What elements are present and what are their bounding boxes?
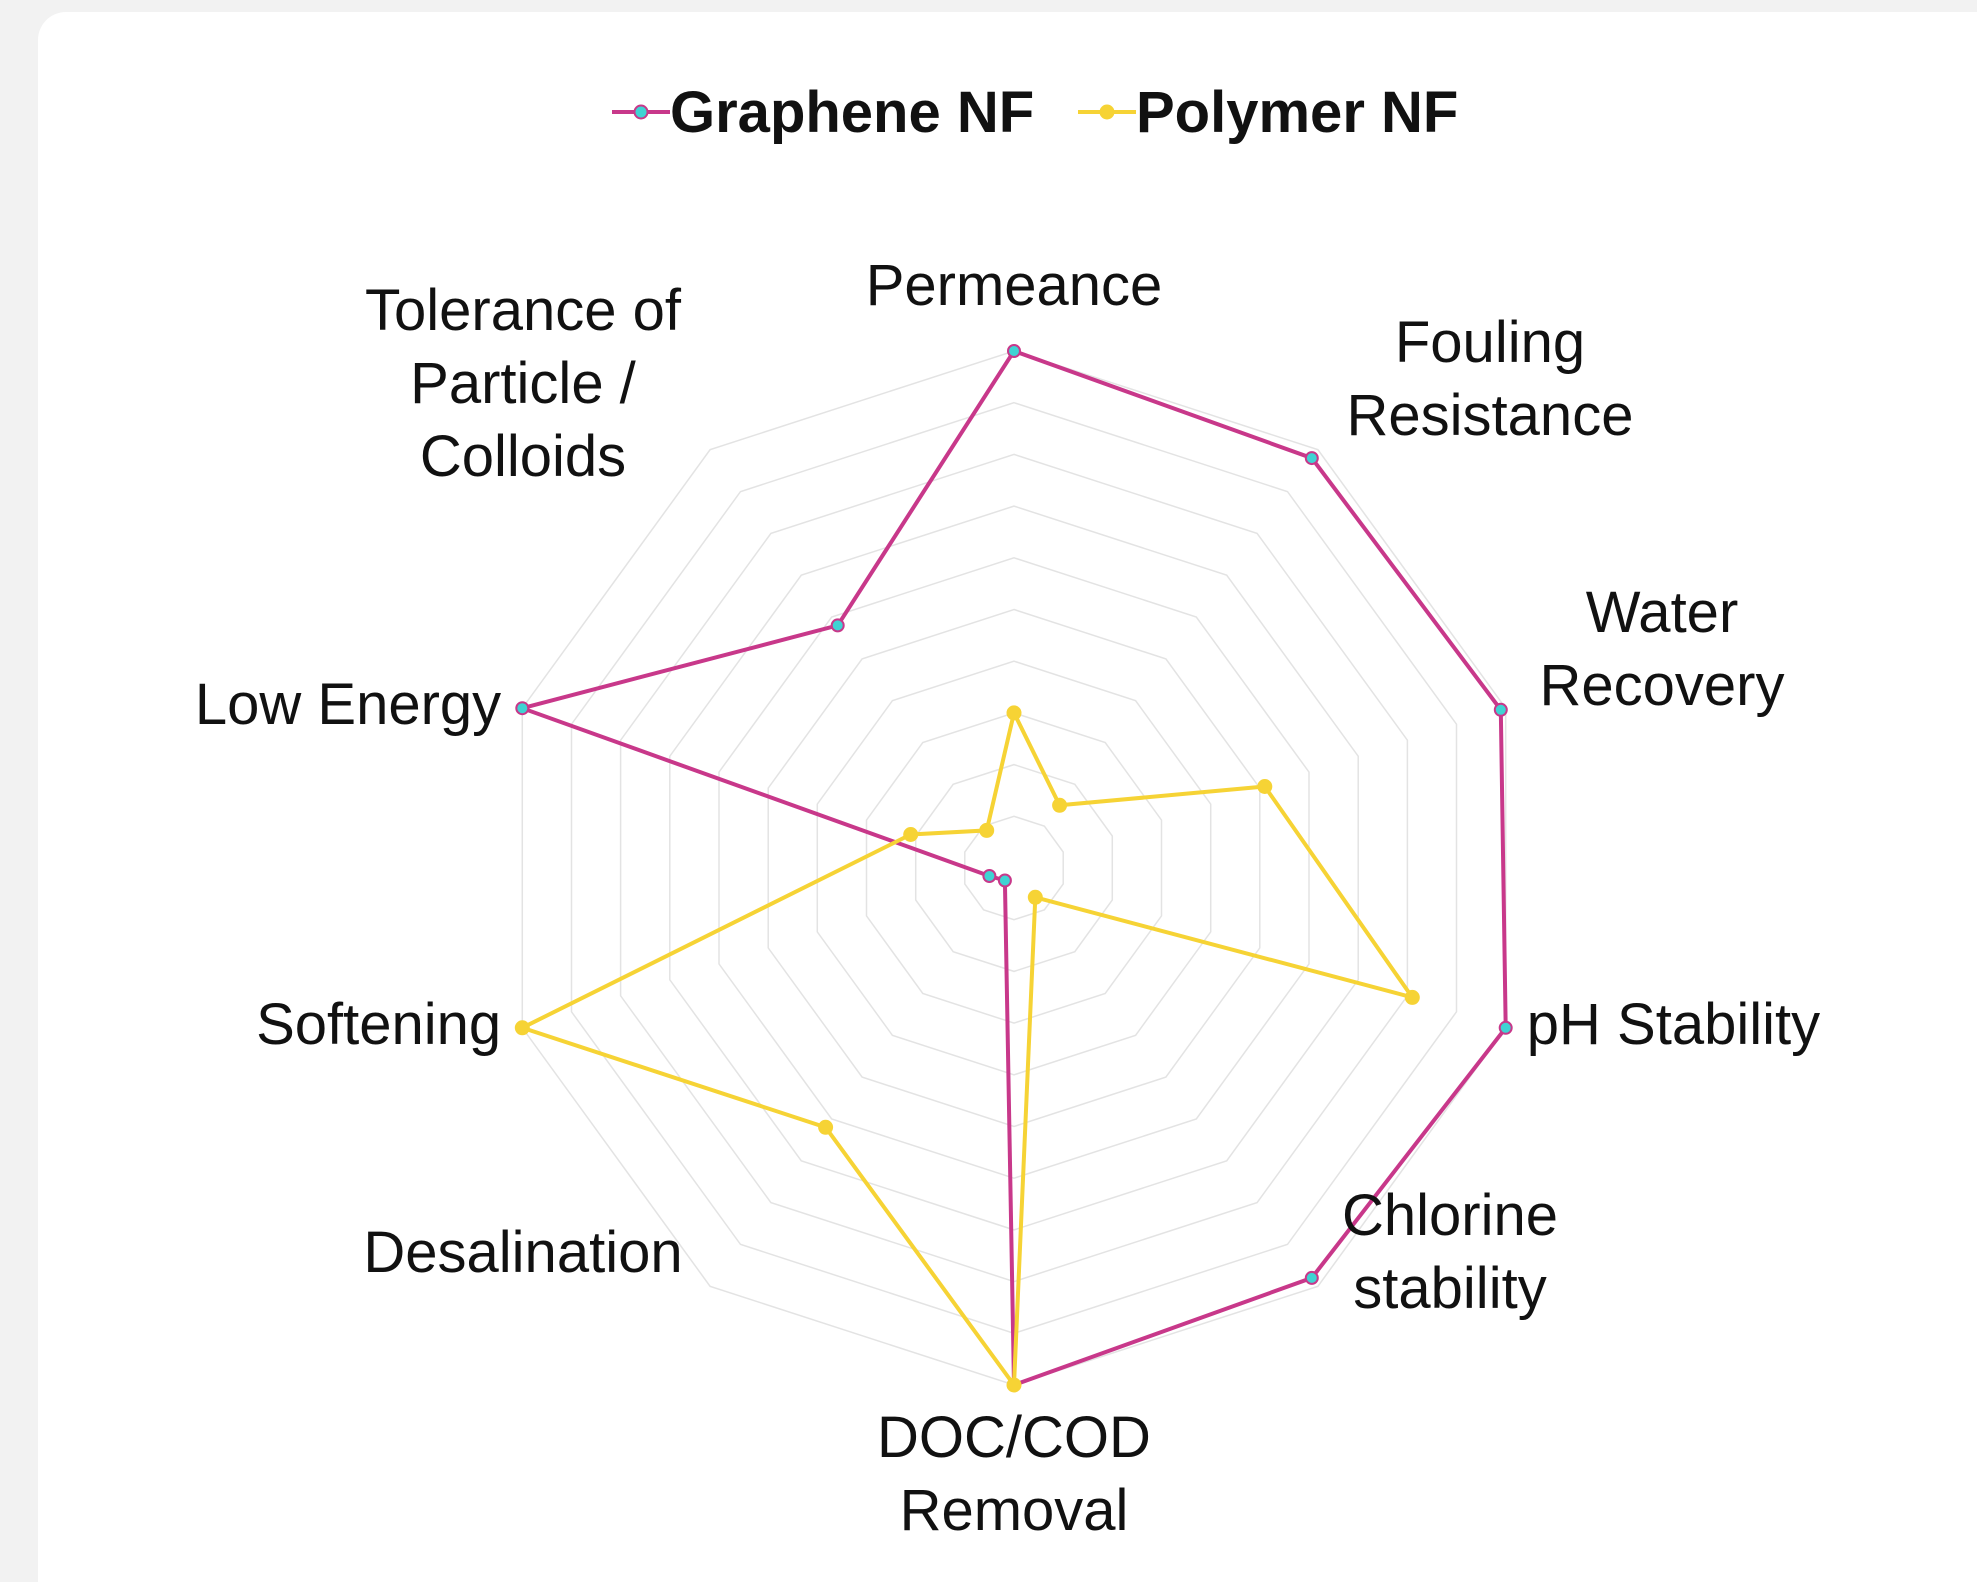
chart-card — [38, 12, 1977, 1582]
axis-label-line: Particle / — [410, 351, 637, 416]
axis-label-line: Recovery — [1540, 653, 1785, 718]
grid-ring — [669, 505, 1359, 1231]
data-point — [982, 869, 997, 883]
data-point — [1498, 1020, 1513, 1035]
axis-label: Desalination — [363, 1220, 682, 1285]
axis-label: Softening — [256, 992, 501, 1057]
grid-ring — [816, 660, 1212, 1076]
data-point — [1006, 705, 1022, 721]
data-point — [903, 827, 919, 842]
grid-ring — [767, 608, 1261, 1128]
data-point — [997, 873, 1012, 888]
axis-label-line: Resistance — [1347, 383, 1634, 448]
axis-label-line: stability — [1353, 1256, 1546, 1321]
axis-label-line: Desalination — [363, 1220, 682, 1285]
axis-label: Permeance — [866, 253, 1163, 318]
axis-label-line: Low Energy — [195, 672, 501, 737]
data-point — [515, 701, 530, 716]
data-point — [1052, 797, 1068, 813]
data-point — [1006, 1377, 1022, 1393]
legend-marker — [1099, 104, 1115, 120]
axis-label-line: Water — [1586, 580, 1739, 645]
grid-ring — [619, 453, 1409, 1283]
data-point — [1007, 344, 1021, 358]
grid-ring — [964, 815, 1064, 921]
grid-ring — [914, 763, 1114, 973]
data-point — [830, 618, 845, 633]
data-point — [1304, 1270, 1319, 1285]
axis-label-line: Tolerance of — [365, 278, 682, 343]
axis-label-line: Chlorine — [1342, 1183, 1558, 1248]
axis-label-line: Permeance — [866, 253, 1163, 318]
data-point — [1404, 989, 1420, 1005]
data-point — [1027, 889, 1043, 905]
axis-label: Low Energy — [195, 672, 501, 737]
legend-label: Graphene NF — [670, 80, 1034, 145]
data-point — [1304, 451, 1319, 466]
grid-ring — [865, 712, 1163, 1024]
data-point — [979, 822, 995, 838]
data-point — [1257, 779, 1273, 794]
data-point — [514, 1020, 530, 1036]
axis-label: Tolerance of Particle / Colloids — [365, 278, 682, 489]
legend-marker — [633, 104, 649, 120]
legend-label: Polymer NF — [1136, 80, 1458, 145]
axis-label: pH Stability — [1527, 992, 1820, 1057]
axis-label-line: Fouling — [1395, 310, 1585, 375]
axis-label-line: Colloids — [420, 424, 626, 489]
grid-ring — [718, 557, 1310, 1179]
axis-label: Chlorine stability — [1342, 1183, 1558, 1321]
axis-label-line: Removal — [900, 1478, 1129, 1543]
axis-label-line: DOC/COD — [877, 1405, 1151, 1470]
axis-label-line: pH Stability — [1527, 992, 1820, 1057]
axis-label-line: Softening — [256, 992, 501, 1057]
data-point — [818, 1119, 834, 1135]
data-point — [1493, 702, 1508, 717]
axis-label: DOC/COD Removal — [877, 1405, 1151, 1543]
